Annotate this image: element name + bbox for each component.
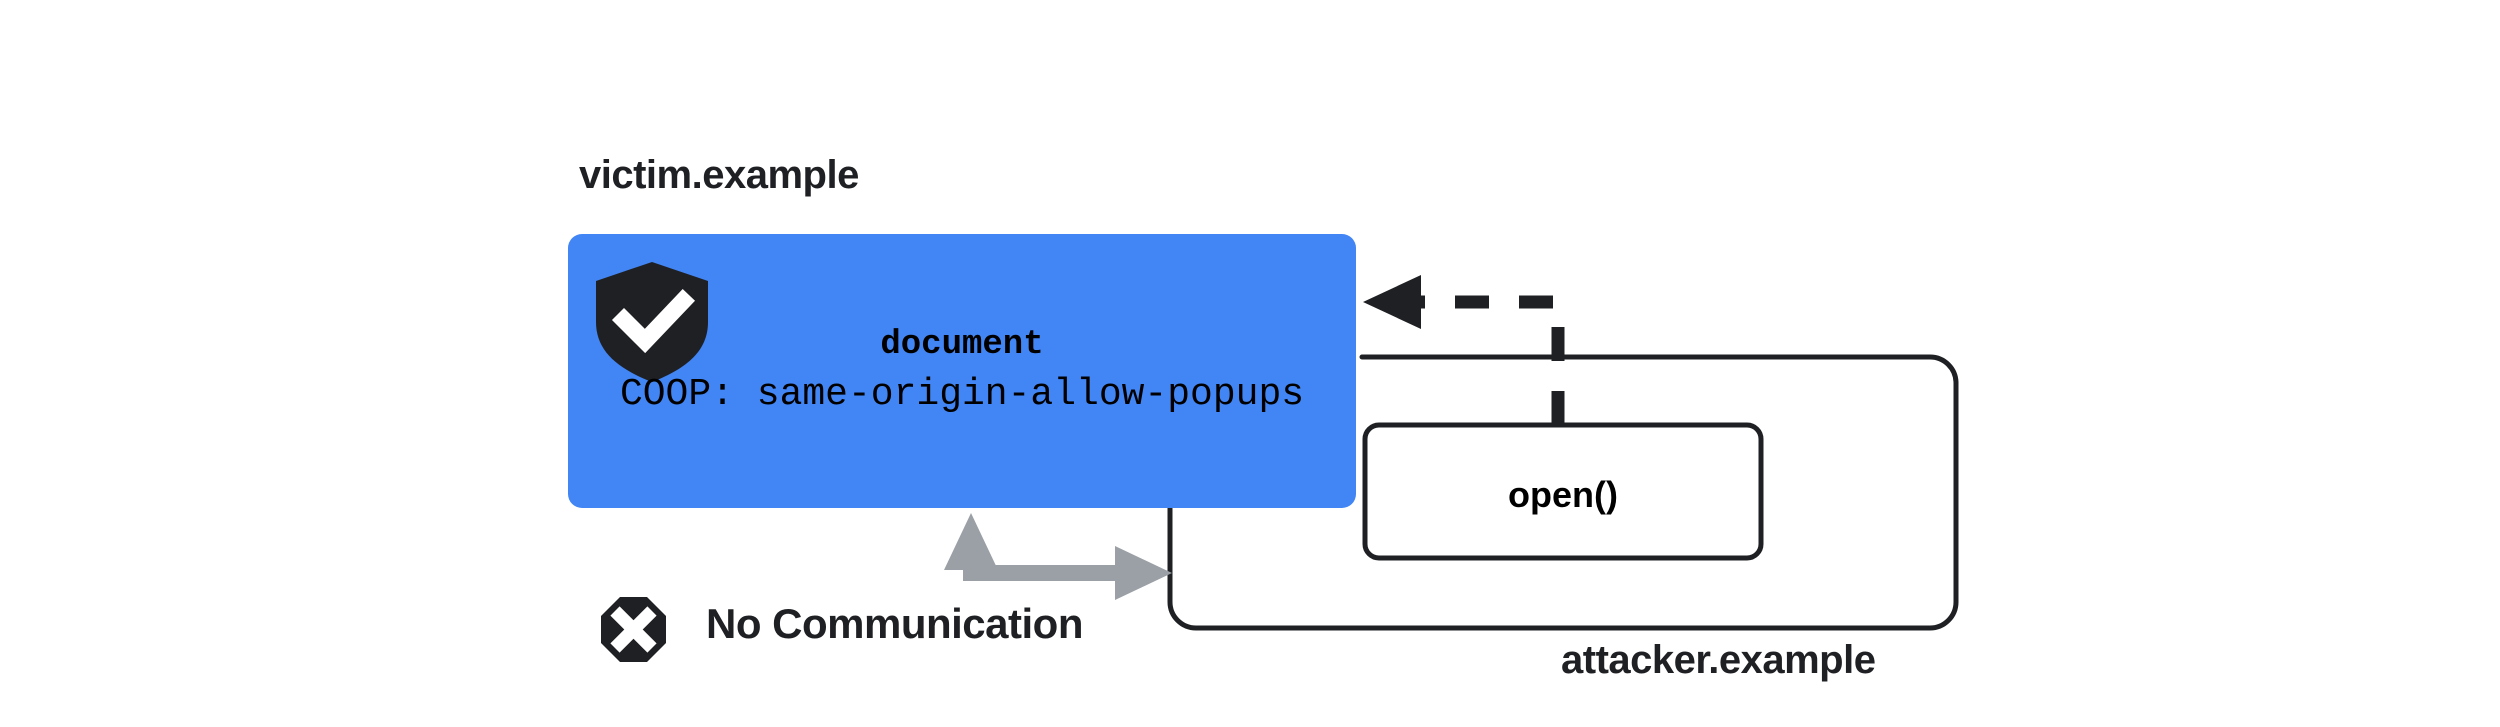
attacker-origin-boundary (1167, 354, 1959, 631)
octagon-x-icon (601, 597, 666, 662)
no-communication-label: No Communication (706, 600, 1084, 647)
victim-document-label: document (880, 326, 1044, 364)
gray-double-arrow-no-communication (944, 513, 1172, 600)
shield-check-icon (596, 262, 708, 382)
dashed-arrow-open-to-victim (1363, 275, 1565, 425)
attacker-origin-label: attacker.example (1561, 638, 1876, 682)
victim-coop-header-value: COOP: same-origin-allow-popups (619, 373, 1305, 416)
victim-document-box (568, 234, 1356, 508)
victim-origin-label: victim.example (579, 153, 859, 197)
popup-open-label: open() (1508, 474, 1618, 515)
